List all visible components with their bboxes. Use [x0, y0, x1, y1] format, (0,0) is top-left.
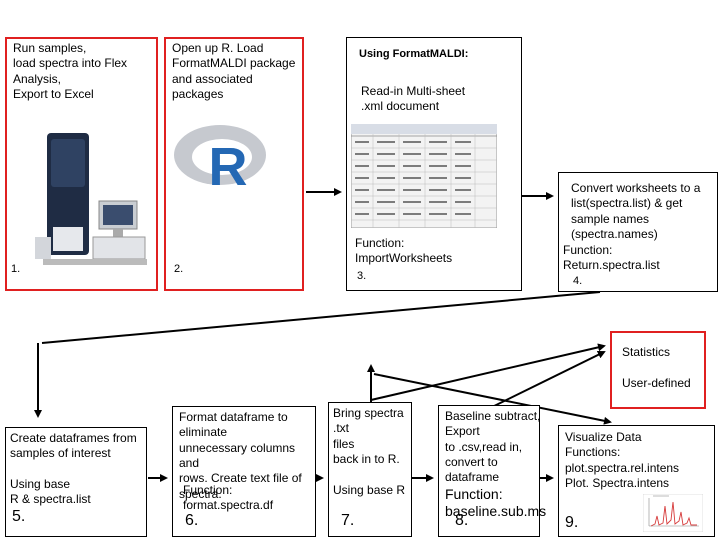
step-4-function: Function: Return.spectra.list [563, 243, 660, 273]
svg-text:R: R [209, 137, 248, 195]
step-1-text: Run samples, load spectra into Flex Anal… [13, 41, 128, 102]
arrow-to-visualize [373, 373, 612, 425]
spreadsheet-thumbnail [351, 124, 497, 228]
step-9-visualize-data-box: Visualize Data Functions: plot.spectra.r… [558, 425, 715, 537]
step-9-text: Visualize Data Functions: plot.spectra.r… [565, 430, 680, 491]
step-7-bring-back-spectra-box: Bring spectra .txt files back in to R. U… [328, 402, 412, 537]
step-4-return-spectra-list-box: Convert worksheets to a list(spectra.lis… [558, 172, 718, 292]
step-6-format-dataframe-box: Format dataframe to eliminate unnecessar… [172, 406, 316, 537]
step-9-number: 9. [565, 514, 579, 531]
r-logo: R [174, 125, 266, 195]
step-2-number: 2. [174, 263, 184, 275]
spectrum-plot-thumbnail [643, 494, 703, 532]
step-2-load-r-box: Open up R. Load FormatMALDI package and … [164, 37, 304, 291]
step-3-text: Read-in Multi-sheet .xml document [361, 84, 466, 114]
step-2-text: Open up R. Load FormatMALDI package and … [172, 41, 296, 102]
step-6-text: Format dataframe to eliminate unnecessar… [179, 410, 302, 501]
step-1-run-samples-box: Run samples, load spectra into Flex Anal… [5, 37, 158, 291]
step-4-number: 4. [573, 275, 583, 287]
step-5-text: Create dataframes from samples of intere… [10, 431, 137, 507]
step-4-text: Convert worksheets to a list(spectra.lis… [571, 181, 701, 242]
statistics-box: Statistics User-defined [610, 331, 706, 409]
step-6-function: Function: format.spectra.df [183, 483, 274, 513]
step-6-number: 6. [185, 512, 199, 529]
step-1-number: 1. [11, 263, 21, 275]
step-5-create-dataframes-box: Create dataframes from samples of intere… [5, 427, 147, 537]
statistics-text: Statistics User-defined [622, 345, 691, 390]
step-5-number: 5. [12, 508, 26, 525]
arrow-4-to-5 [41, 291, 601, 344]
mass-spectrometer-illustration [35, 133, 147, 265]
arrow-7-to-statistics [370, 343, 606, 401]
step-8-text: Baseline subtract, Export to .csv,read i… [445, 409, 541, 485]
step-8-baseline-subtract-box: Baseline subtract, Export to .csv,read i… [438, 405, 546, 537]
step-3-function: Function: ImportWorksheets [355, 236, 453, 266]
step-8-function: Function: baseline.sub.ms [445, 486, 547, 519]
step-7-number: 7. [341, 512, 355, 529]
step-7-text: Bring spectra .txt files back in to R. U… [333, 406, 406, 497]
arrow-8-to-statistics [485, 351, 606, 411]
step-8-number: 8. [455, 512, 469, 529]
step-3-title: Using FormatMALDI: [359, 48, 469, 60]
step-3-number: 3. [357, 270, 367, 282]
step-3-import-worksheets-box: Using FormatMALDI: Read-in Multi-sheet .… [346, 37, 522, 291]
